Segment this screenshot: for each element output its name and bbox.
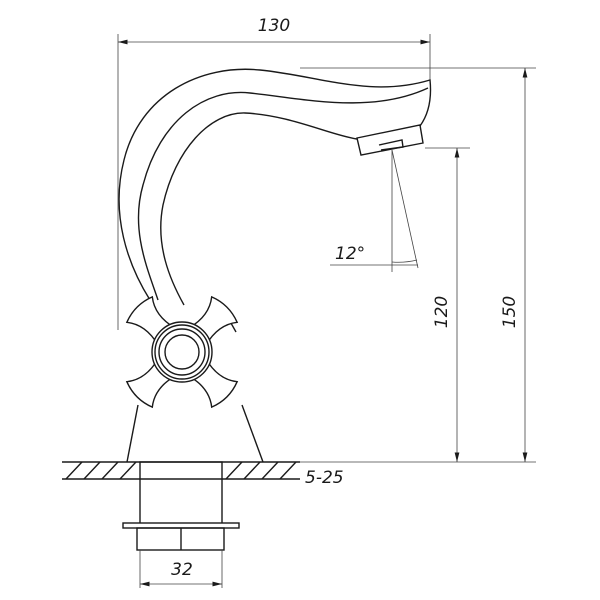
aerator bbox=[356, 124, 424, 156]
faucet-spout bbox=[118, 68, 432, 306]
mounting-shank bbox=[122, 461, 240, 551]
dimension-label-5-25: 5-25 bbox=[305, 468, 344, 488]
dimension-label-120: 120 bbox=[432, 296, 452, 328]
dimension-12-degree: 12° bbox=[330, 149, 419, 272]
dimension-label-32: 32 bbox=[171, 560, 193, 580]
dimension-label-130: 130 bbox=[258, 16, 290, 36]
dimension-32: 32 bbox=[139, 550, 223, 588]
dimension-label-150: 150 bbox=[500, 296, 520, 328]
cross-handle[interactable] bbox=[123, 293, 241, 411]
countertop-section: 5-25 bbox=[62, 461, 536, 488]
dimension-150: 150 bbox=[300, 67, 536, 462]
dimension-120: 120 bbox=[425, 147, 470, 462]
dimension-130: 130 bbox=[117, 16, 431, 330]
dimension-label-12-degree: 12° bbox=[335, 244, 365, 264]
